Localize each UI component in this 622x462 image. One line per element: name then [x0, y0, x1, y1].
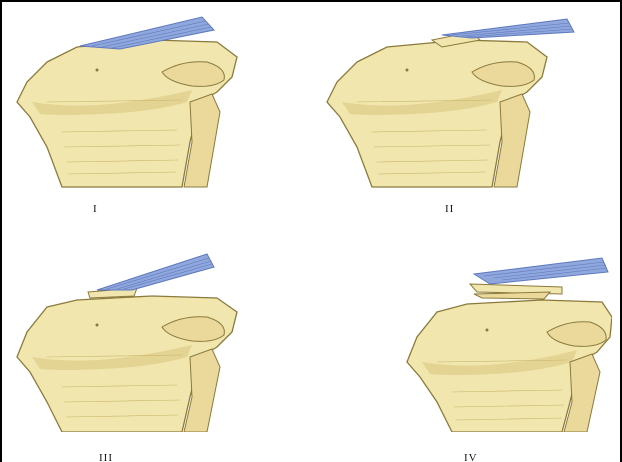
panel-label-i: I: [93, 203, 98, 215]
comminuted-fragment: [474, 292, 550, 299]
tibia-illustration-type-iii: [2, 232, 302, 432]
foramen-dot: [406, 69, 409, 72]
panel-label-ii: II: [445, 203, 454, 215]
panel-type-ii: II: [312, 2, 612, 228]
panel-label-iii: III: [99, 452, 113, 462]
panel-type-iv: IV: [312, 232, 612, 458]
tibia-illustration-type-i: [2, 2, 302, 202]
ligament: [97, 254, 214, 290]
panel-type-iii: III: [2, 232, 302, 458]
ligament: [474, 258, 608, 284]
tibia-illustration-type-iv: [312, 232, 612, 432]
foramen-dot: [486, 329, 489, 332]
panel-type-i: I: [2, 2, 302, 228]
tibia-illustration-type-ii: [312, 2, 612, 202]
foramen-dot: [96, 69, 99, 72]
ligament: [442, 19, 574, 38]
panel-label-iv: IV: [464, 452, 478, 462]
foramen-dot: [96, 324, 99, 327]
